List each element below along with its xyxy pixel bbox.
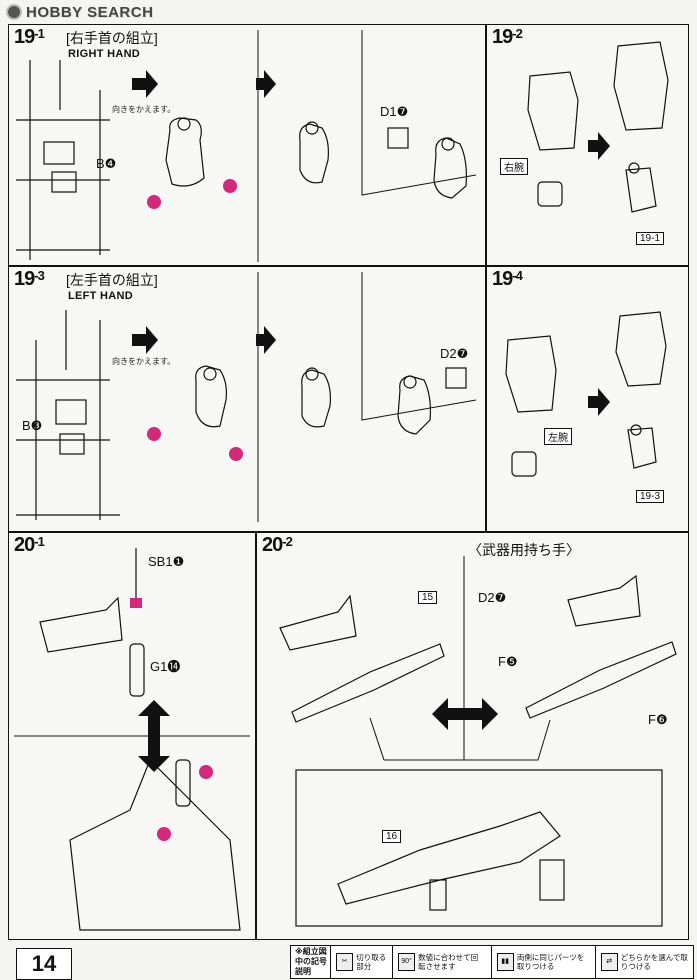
part-label-d2-weapon: D2❼	[478, 590, 507, 605]
legend-text-rotate: 数値に合わせて回転させます	[418, 953, 479, 971]
step-19-2-number: 19-2	[492, 26, 523, 48]
legend-title: ※組立図中の記号説明	[295, 947, 327, 976]
part-label-b4: B❹	[96, 156, 117, 171]
panel-20-2	[256, 532, 689, 940]
part-label-f6: F❻	[648, 712, 668, 727]
hand-figure-19-1a	[165, 117, 205, 187]
step-19-4-number: 19-4	[492, 268, 523, 290]
rifle-figure-left	[279, 594, 445, 723]
step-19-1-number: 19-1	[14, 26, 45, 48]
arm-figure-19-2a	[527, 71, 579, 207]
part-box-15: 15	[418, 591, 438, 604]
rifle-figure-16	[337, 811, 565, 911]
runner-19-3	[16, 310, 120, 520]
part-label-g1: G1⓮	[150, 659, 181, 674]
step-20-1-number: 20-1	[14, 534, 45, 556]
legend-item-rotate: 90° 数値に合わせて回転させます	[391, 946, 491, 978]
step-19-1-title: [右手首の組立]	[66, 30, 158, 46]
step-19-3-note: 向きをかえます。	[112, 357, 176, 366]
weapon-hand-label: 〈武器用持ち手〉	[468, 542, 580, 558]
logo-text: HOBBY SEARCH	[26, 3, 154, 21]
arm-figure-19-4a	[505, 335, 557, 477]
step-19-3-title: [左手首の組立]	[66, 272, 158, 288]
both-sides-icon: ▮▮	[496, 953, 514, 971]
symbol-legend: ※組立図中の記号説明 ✂ 切り取る部分 90° 数値に合わせて回転させます ▮▮…	[290, 945, 694, 979]
legend-item-cut: ✂ 切り取る部分	[330, 946, 392, 978]
hand-figure-19-3b	[301, 367, 331, 428]
hobby-search-logo: HOBBY SEARCH	[6, 3, 153, 21]
part-label-d1: D1❼	[380, 104, 409, 119]
arm-figure-19-4b	[615, 311, 667, 469]
runner-19-1	[16, 60, 110, 260]
hand-figure-19-1c	[387, 127, 467, 199]
logo-icon	[6, 4, 22, 20]
ref-19-3: 19-3	[636, 490, 665, 503]
process-arrows	[132, 70, 610, 772]
part-label-b3: B❸	[22, 418, 43, 433]
arm-label-left: 左腕	[544, 428, 572, 445]
step-19-1-note: 向きをかえます。	[112, 105, 176, 114]
part-label-d2-left: D2❼	[440, 346, 469, 361]
step-19-3-number: 19-3	[14, 268, 45, 290]
legend-item-both-sides: ▮▮ 両側に同じパーツを取りつける	[490, 946, 595, 978]
page-number: 14	[16, 948, 72, 980]
arm-label-right: 右腕	[500, 158, 528, 175]
step-19-1-subtitle: RIGHT HAND	[68, 48, 141, 60]
step-19-3-subtitle: LEFT HAND	[68, 290, 134, 302]
rotate-icon: 90°	[397, 953, 416, 971]
legend-item-choose: ⇄ どちらかを選んで取りつける	[594, 946, 693, 978]
scissors-icon: ✂	[336, 953, 354, 971]
torso-figure-20-1	[69, 758, 241, 931]
hand-figure-19-3c	[397, 367, 467, 435]
rifle-figure-right	[525, 574, 677, 719]
accent-markers	[130, 179, 243, 841]
legend-text-choose: どちらかを選んで取りつける	[620, 953, 688, 971]
panel-19-3	[8, 266, 486, 532]
panel-19-2	[486, 24, 689, 266]
part-box-16: 16	[382, 830, 402, 843]
header: HOBBY SEARCH	[0, 0, 697, 24]
choose-icon: ⇄	[600, 953, 618, 971]
hand-figure-19-1b	[299, 121, 329, 184]
panel-19-4	[486, 266, 689, 532]
wrist-figure-20-1	[39, 548, 145, 697]
hand-figure-19-3a	[195, 365, 227, 428]
panel-19-1	[8, 24, 486, 266]
arm-figure-19-2b	[613, 41, 669, 213]
legend-text-cut: 切り取る部分	[356, 953, 387, 971]
part-label-f5: F❺	[498, 654, 518, 669]
step-20-2-number: 20-2	[262, 534, 293, 556]
legend-text-both-sides: 両側に同じパーツを取りつける	[516, 953, 585, 971]
part-label-sb1: SB1❶	[148, 554, 185, 569]
ref-19-1: 19-1	[636, 232, 665, 245]
